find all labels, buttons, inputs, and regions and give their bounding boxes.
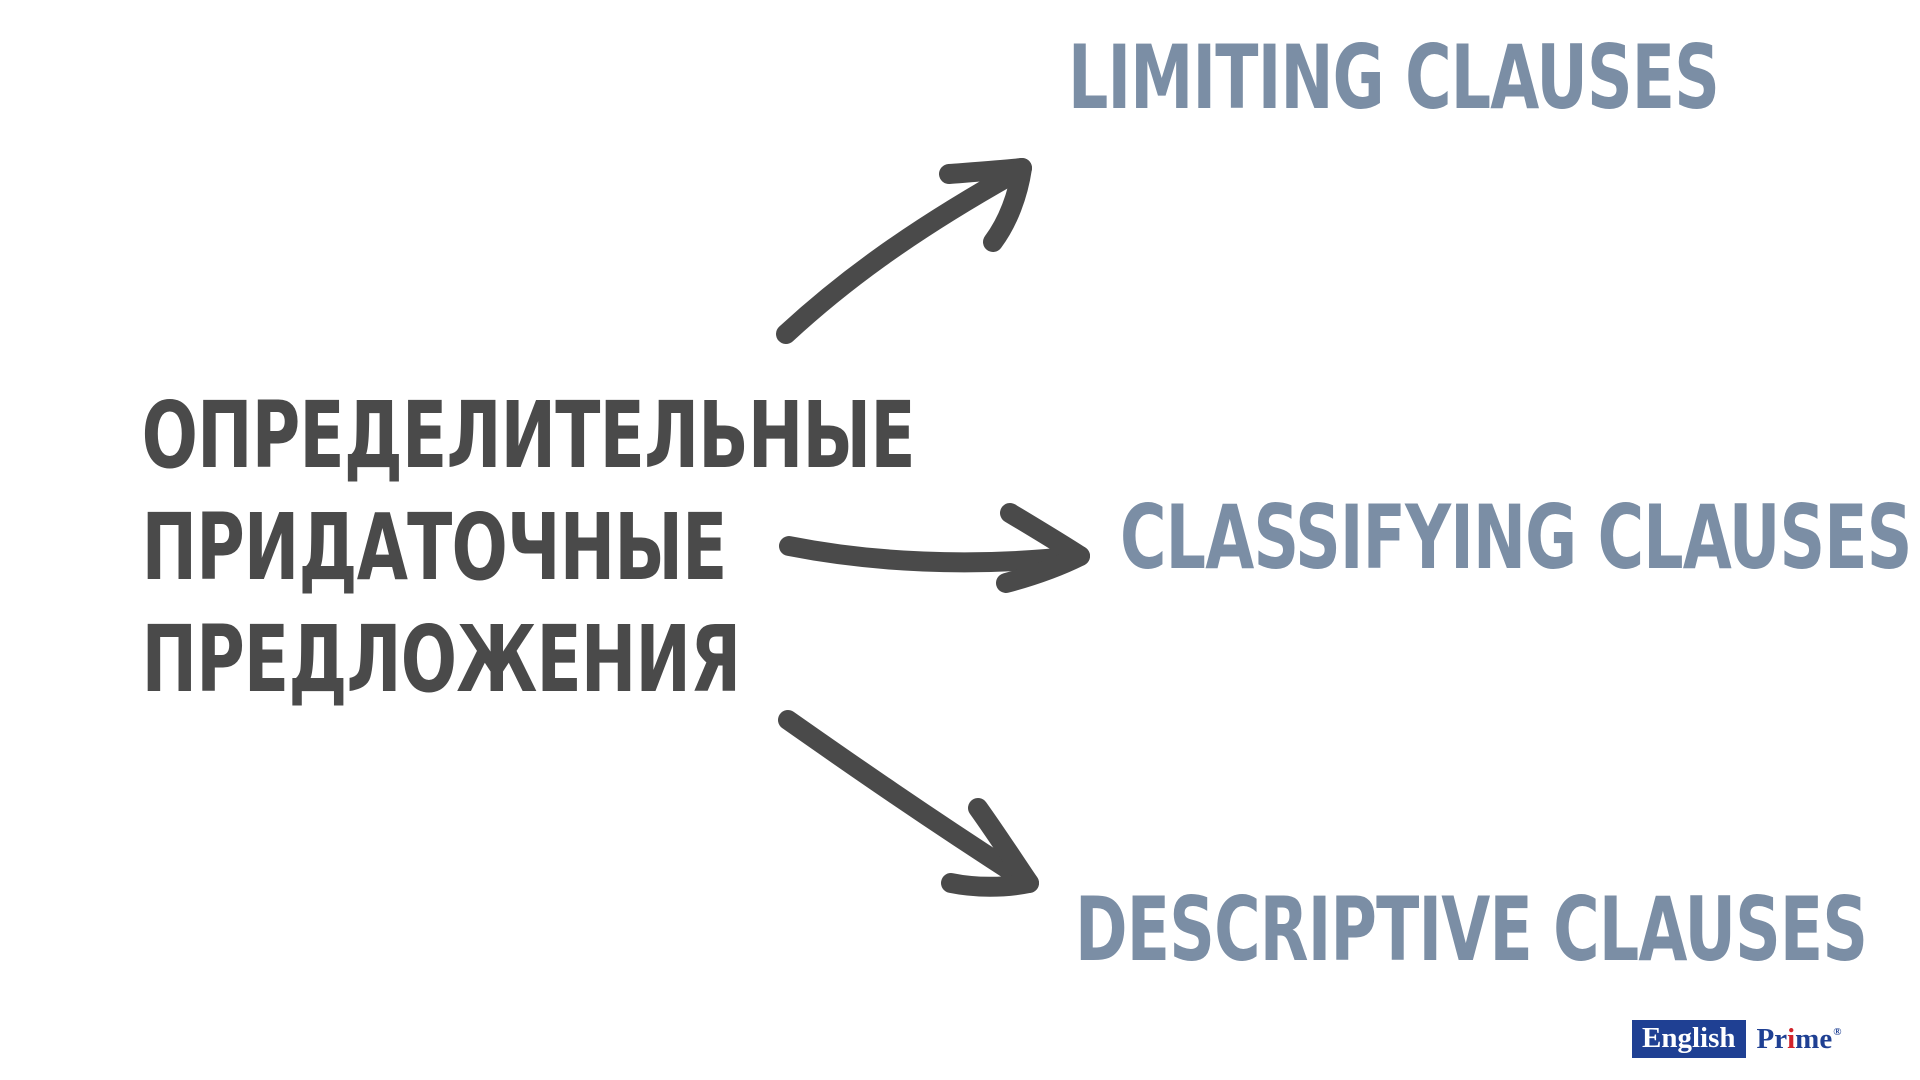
source-line-2: ПРИДАТОЧНЫЕ — [141, 494, 728, 601]
logo-prime-suffix: me — [1795, 1022, 1833, 1055]
logo-prime-prefix: Pr — [1756, 1022, 1788, 1055]
arrow-to-descriptive-icon — [778, 710, 1039, 897]
target-label-classifying: CLASSIFYING CLAUSES — [1120, 486, 1912, 589]
arrow-to-limiting-icon — [776, 158, 1032, 344]
source-line-3: ПРЕДЛОЖЕНИЯ — [141, 606, 742, 713]
logo-prime-accent-letter: i — [1787, 1022, 1796, 1055]
source-node: ОПРЕДЕЛИТЕЛЬНЫЕ ПРИДАТОЧНЫЕ ПРЕДЛОЖЕНИЯ — [0, 380, 916, 716]
logo-english-box: English — [1632, 1020, 1746, 1058]
arrow-to-classifying-icon — [779, 503, 1090, 593]
registered-trademark-icon: ® — [1833, 1025, 1842, 1038]
source-line-1: ОПРЕДЕЛИТЕЛЬНЫЕ — [141, 382, 916, 489]
logo-english-text: English — [1642, 1021, 1736, 1054]
target-label-descriptive: DESCRIPTIVE CLAUSES — [1075, 878, 1868, 981]
target-label-limiting: LIMITING CLAUSES — [1068, 26, 1720, 129]
